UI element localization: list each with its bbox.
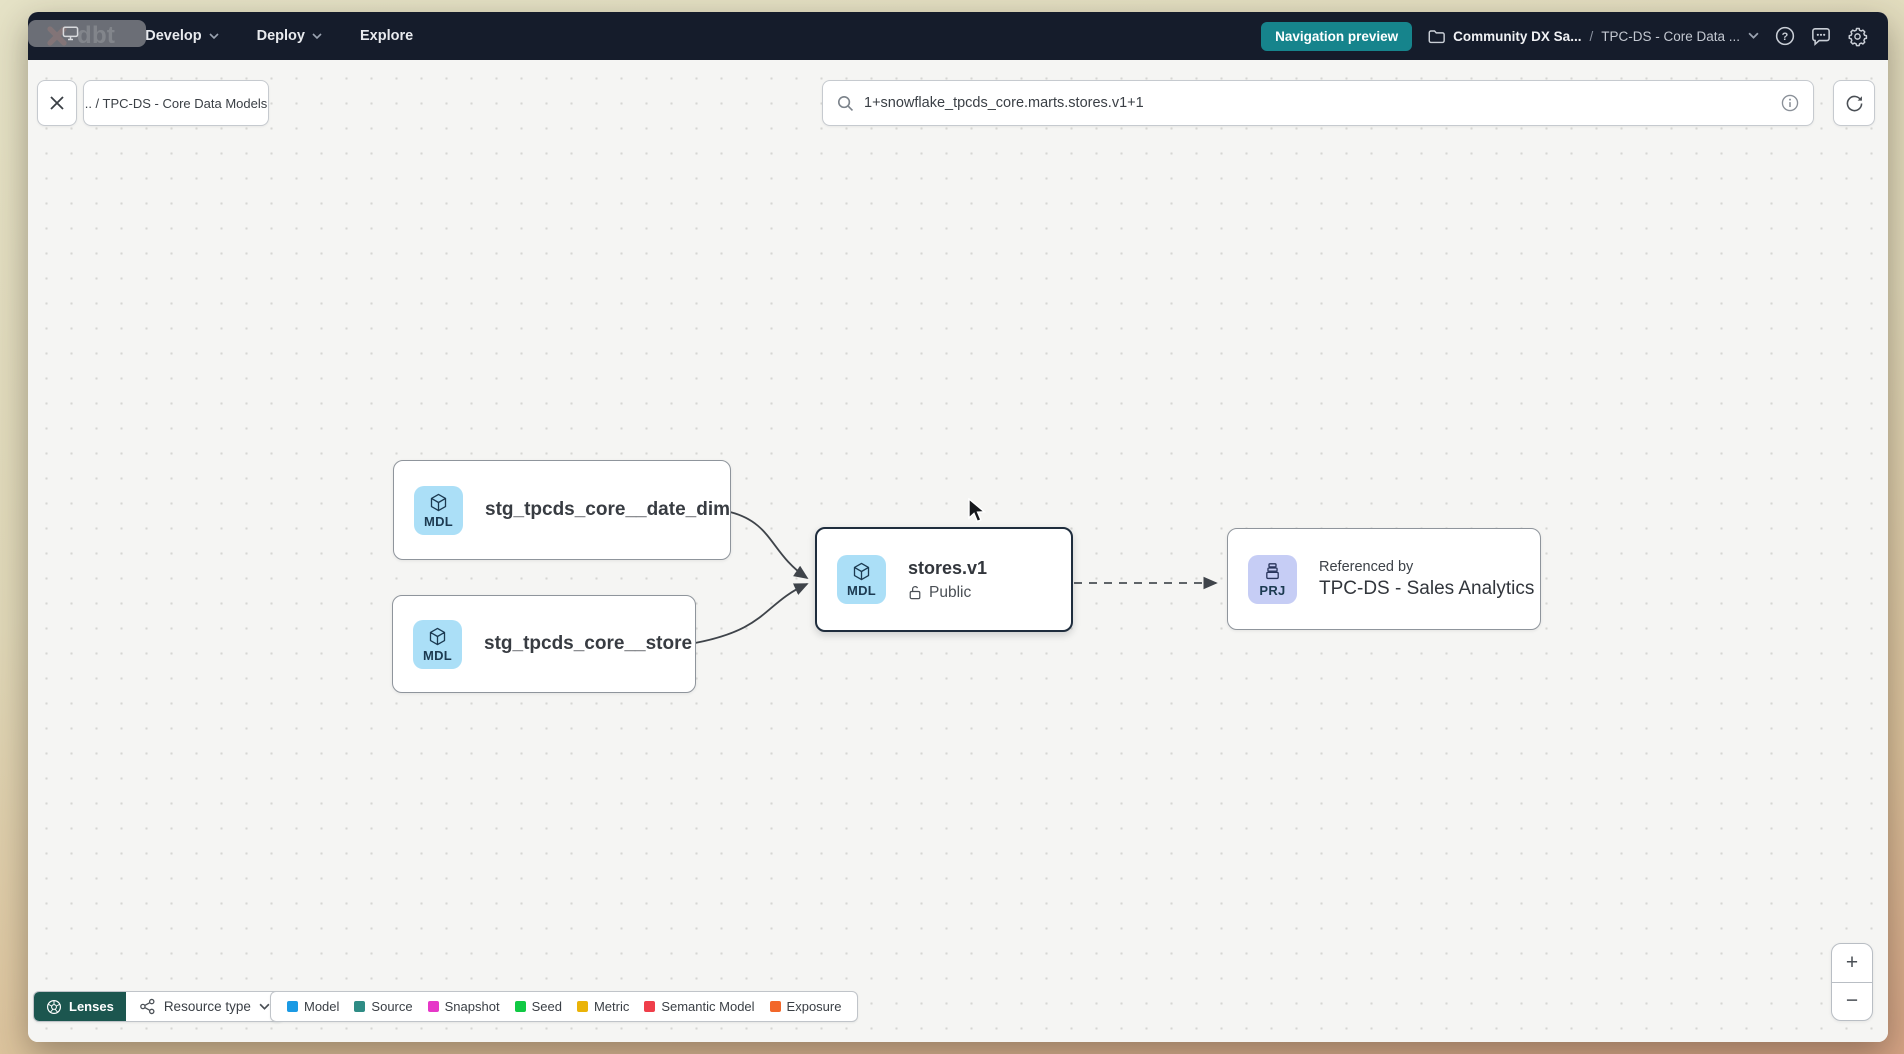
nav-right: Navigation preview Community DX Sa... / … [1261, 21, 1868, 51]
feedback-icon[interactable] [1811, 27, 1831, 46]
node-label: stg_tpcds_core__date_dim [485, 499, 730, 520]
project-badge: PRJ [1248, 554, 1297, 604]
legend-item-semantic-model: Semantic Model [644, 999, 755, 1014]
top-nav: dbt Develop Deploy Explore Navigation pr… [28, 12, 1888, 60]
access-label: Public [929, 583, 972, 601]
legend-item-seed: Seed [514, 999, 562, 1014]
badge-label: MDL [423, 513, 454, 529]
node-title: TPC-DS - Sales Analytics [1319, 577, 1535, 599]
lens-icon [47, 999, 61, 1014]
breadcrumb-section[interactable]: TPC-DS - Core Data ... [1601, 28, 1740, 44]
resource-legend: Model Source Snapshot Seed Metric Semant… [270, 991, 859, 1022]
edge-datedim-stores [729, 511, 809, 580]
nav-menu-explore[interactable]: Explore [360, 28, 413, 44]
zoom-in-button[interactable]: + [1832, 944, 1872, 983]
selector-input[interactable] [864, 95, 1771, 111]
view-controls: Lenses Resource type [33, 991, 284, 1022]
legend-item-metric: Metric [576, 999, 629, 1014]
edge-store-stores [694, 583, 809, 644]
chevron-down-icon [259, 1003, 270, 1010]
close-icon [50, 96, 64, 110]
seed-swatch [514, 1001, 526, 1012]
nav-menus: Develop Deploy Explore [145, 28, 413, 44]
folder-icon [1428, 29, 1446, 43]
navigation-preview-button[interactable]: Navigation preview [1261, 21, 1413, 51]
legend-item-model: Model [287, 999, 339, 1014]
badge-label: PRJ [1259, 582, 1286, 598]
node-kicker: Referenced by [1319, 558, 1414, 575]
lineage-path-label: .. / TPC-DS - Core Data Models [84, 95, 268, 111]
search-icon [837, 95, 854, 111]
help-icon[interactable]: ? [1775, 26, 1795, 46]
chevron-down-icon [312, 32, 322, 39]
node-title: stores.v1 [908, 557, 988, 578]
resource-type-label: Resource type [163, 999, 251, 1014]
node-stores-v1[interactable]: MDL stores.v1 Public [815, 527, 1073, 632]
chevron-down-icon [209, 32, 219, 39]
semantic-model-swatch [644, 1001, 656, 1012]
source-swatch [354, 1001, 366, 1012]
model-badge: MDL [414, 485, 463, 535]
refresh-icon [1846, 95, 1862, 111]
lenses-label: Lenses [69, 999, 114, 1014]
display-icon [62, 26, 79, 41]
graph-icon [139, 998, 155, 1015]
lineage-selector-box[interactable] [822, 80, 1814, 126]
svg-text:?: ? [1782, 31, 1789, 43]
screenshare-pill [28, 20, 146, 47]
lineage-canvas[interactable]: .. / TPC-DS - Core Data Models [28, 60, 1888, 1042]
snapshot-swatch [427, 1001, 439, 1012]
mouse-cursor [968, 498, 987, 523]
lenses-button[interactable]: Lenses [34, 992, 126, 1021]
legend-item-snapshot: Snapshot [427, 999, 500, 1014]
account-breadcrumb: Community DX Sa... / TPC-DS - Core Data … [1428, 29, 1759, 44]
cube-icon [429, 627, 446, 645]
zoom-out-button[interactable]: − [1845, 989, 1859, 1013]
app-window: dbt Develop Deploy Explore Navigation pr… [28, 12, 1888, 1042]
gear-icon[interactable] [1847, 26, 1868, 47]
refresh-button[interactable] [1833, 80, 1875, 126]
exposure-swatch [769, 1001, 781, 1012]
resource-type-dropdown[interactable]: Resource type [125, 992, 283, 1021]
nav-menu-deploy[interactable]: Deploy [257, 28, 322, 44]
breadcrumb-separator: / [1589, 28, 1594, 44]
nav-menu-develop[interactable]: Develop [145, 28, 219, 44]
badge-label: MDL [846, 583, 877, 598]
unlock-icon [909, 586, 921, 600]
node-referenced-project[interactable]: PRJ Referenced by TPC-DS - Sales Analyti… [1227, 528, 1541, 630]
lineage-path-chip[interactable]: .. / TPC-DS - Core Data Models [83, 80, 269, 126]
zoom-controls: + − [1831, 943, 1873, 1021]
nav-menu-label: Develop [145, 28, 202, 44]
model-badge: MDL [413, 619, 462, 669]
node-label: stg_tpcds_core__store [484, 633, 693, 654]
cube-icon [853, 562, 870, 581]
stack-icon [1266, 562, 1279, 579]
metric-swatch [576, 1001, 588, 1012]
close-button[interactable] [37, 80, 77, 126]
model-swatch [287, 1001, 298, 1012]
nav-menu-label: Explore [359, 28, 414, 44]
legend-item-source: Source [354, 999, 413, 1014]
legend-item-exposure: Exposure [769, 999, 841, 1014]
node-stg-tpcds-core-date-dim[interactable]: MDL stg_tpcds_core__date_dim [393, 460, 731, 560]
cube-icon [430, 493, 447, 511]
access-row: Public [908, 584, 987, 602]
model-badge: MDL [837, 555, 886, 604]
nav-menu-label: Deploy [256, 28, 305, 44]
chevron-down-icon[interactable] [1748, 32, 1759, 40]
breadcrumb-project[interactable]: Community DX Sa... [1453, 28, 1582, 44]
badge-label: MDL [422, 647, 453, 663]
node-stg-tpcds-core-store[interactable]: MDL stg_tpcds_core__store [392, 595, 696, 693]
info-icon[interactable] [1781, 94, 1799, 112]
